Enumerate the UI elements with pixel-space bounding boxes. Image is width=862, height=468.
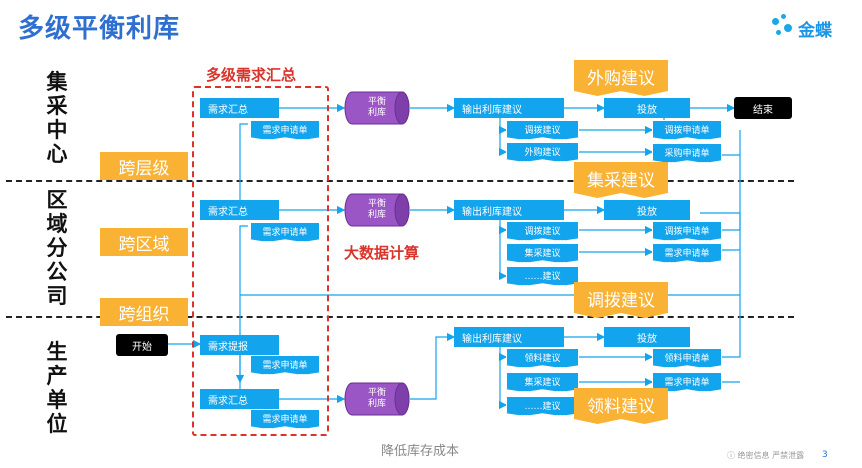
balance-store-label-regional: 平衡利库	[367, 199, 386, 220]
transfer-request-doc: 调拨申请单	[652, 120, 722, 140]
demand-request-doc: 需求申请单	[250, 120, 320, 140]
kingdee-logo: 金蝶	[772, 14, 852, 44]
demand-summary-node-regional: 需求汇总	[200, 200, 279, 220]
row-divider	[6, 180, 794, 182]
demand-request-doc-production-2: 需求申请单	[250, 409, 320, 429]
footer-caption: 降低库存成本	[381, 444, 460, 459]
row-divider	[6, 316, 794, 318]
multi-level-demand-title: 多级需求汇总	[206, 66, 297, 84]
transfer-request-doc-regional: 调拨申请单	[652, 221, 722, 241]
demand-summary-node: 需求汇总	[200, 98, 279, 118]
start-node: 开始	[116, 334, 168, 356]
material-request-doc: 领料申请单	[652, 348, 722, 368]
confidential-notice: ⓘ 绝密信息 严禁泄露	[727, 451, 805, 460]
transfer-suggestion-banner: 调拨建议	[574, 282, 668, 318]
release-node-regional: 投放	[604, 200, 690, 220]
purchase-request-doc: 采购申请单	[652, 143, 722, 163]
row-label-central: 集采中心	[46, 70, 68, 166]
logo-dot-icon	[772, 18, 779, 25]
etc-suggestion-doc: ……建议	[506, 266, 579, 286]
multi-level-demand-box	[192, 86, 329, 436]
release-node-production: 投放	[604, 327, 690, 347]
central-purchase-suggestion-doc: 集采建议	[506, 243, 579, 263]
transfer-suggestion-doc-regional: 调拨建议	[506, 221, 579, 241]
transfer-suggestion-doc: 调拨建议	[506, 120, 579, 140]
cross-layer-label: 跨层级	[100, 152, 188, 180]
demand-summary-node-production: 需求汇总	[200, 389, 279, 409]
material-suggestion-doc: 领料建议	[506, 348, 579, 368]
outsource-suggestion-doc: 外购建议	[506, 142, 579, 162]
balance-store-label-production: 平衡利库	[367, 388, 386, 409]
row-label-production: 生产单位	[46, 340, 68, 436]
output-suggestion-node: 输出利库建议	[454, 98, 564, 118]
central-purchase-suggestion-doc-production: 集采建议	[506, 372, 579, 392]
logo-dot-icon	[784, 24, 792, 32]
logo-dot-icon	[781, 14, 786, 19]
central-purchase-banner: 集采建议	[574, 162, 668, 198]
output-suggestion-node-regional: 输出利库建议	[454, 200, 564, 220]
outsource-suggestion-banner: 外购建议	[574, 60, 668, 96]
etc-suggestion-doc-production: ……建议	[506, 396, 579, 416]
demand-report-node: 需求提报	[200, 335, 279, 355]
end-node: 结束	[734, 97, 792, 119]
page-title: 多级平衡利库	[18, 14, 181, 44]
release-node: 投放	[604, 98, 690, 118]
logo-text: 金蝶	[798, 21, 832, 41]
balance-store-label: 平衡利库	[367, 97, 386, 118]
big-data-label: 大数据计算	[344, 244, 420, 262]
row-label-regional: 区域分公司	[46, 188, 68, 308]
balance-store-cylinder: 平衡利库	[344, 91, 410, 125]
logo-dot-icon	[776, 30, 781, 35]
balance-store-cylinder-regional: 平衡利库	[344, 193, 410, 227]
output-suggestion-node-production: 输出利库建议	[454, 327, 564, 347]
page-number: 3	[822, 450, 828, 460]
demand-request-doc-regional: 需求申请单	[250, 222, 320, 242]
cross-org-label: 跨组织	[100, 298, 188, 326]
cross-region-label: 跨区域	[100, 228, 188, 256]
material-suggestion-banner: 领料建议	[574, 388, 668, 424]
balance-store-cylinder-production: 平衡利库	[344, 382, 410, 416]
demand-request-doc-regional-right: 需求申请单	[652, 243, 722, 263]
demand-request-doc-production: 需求申请单	[250, 355, 320, 375]
